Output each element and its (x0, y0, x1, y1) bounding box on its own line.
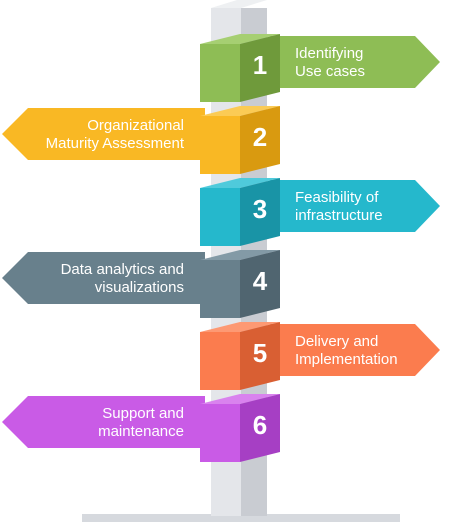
cube-side-4 (240, 250, 280, 318)
cube-side-6 (240, 394, 280, 462)
step-label-4-line-2: visualizations (95, 279, 184, 296)
step-label-4-line-1: Data analytics and (61, 261, 184, 278)
cube-front-4 (200, 260, 240, 318)
cube-front-3 (200, 188, 240, 246)
step-label-6-line-1: Support and (102, 405, 184, 422)
step-label-3-line-2: infrastructure (295, 207, 383, 224)
step-number-1: 1 (253, 50, 267, 80)
arrow-sign-3 (270, 180, 440, 232)
step-label-3-line-1: Feasibility of (295, 189, 379, 206)
step-number-5: 5 (253, 338, 267, 368)
cube-top-6 (200, 394, 280, 404)
step-label-2-line-1: Organizational (87, 117, 184, 134)
arrow-sign-1 (270, 36, 440, 88)
cube-side-1 (240, 34, 280, 102)
cube-top-3 (200, 178, 280, 188)
cube-top-1 (200, 34, 280, 44)
step-label-6-line-2: maintenance (98, 423, 184, 440)
cube-side-3 (240, 178, 280, 246)
cube-top-4 (200, 250, 280, 260)
cube-front-6 (200, 404, 240, 462)
step-number-2: 2 (253, 122, 267, 152)
step-label-5-line-2: Implementation (295, 351, 398, 368)
pole-top (211, 0, 267, 8)
cube-front-2 (200, 116, 240, 174)
step-number-3: 3 (253, 194, 267, 224)
arrow-sign-2 (2, 108, 205, 160)
cube-side-5 (240, 322, 280, 390)
arrow-sign-4 (2, 252, 205, 304)
cube-top-5 (200, 322, 280, 332)
pole-base (82, 514, 400, 522)
arrow-sign-5 (270, 324, 440, 376)
cube-front-1 (200, 44, 240, 102)
cube-side-2 (240, 106, 280, 174)
step-label-1-line-2: Use cases (295, 63, 365, 80)
arrow-sign-6 (2, 396, 205, 448)
step-label-1-line-1: Identifying (295, 45, 363, 62)
step-number-4: 4 (253, 266, 268, 296)
step-label-2-line-2: Maturity Assessment (46, 135, 185, 152)
step-label-5-line-1: Delivery and (295, 333, 378, 350)
cube-front-5 (200, 332, 240, 390)
step-number-6: 6 (253, 410, 267, 440)
cube-top-2 (200, 106, 280, 116)
